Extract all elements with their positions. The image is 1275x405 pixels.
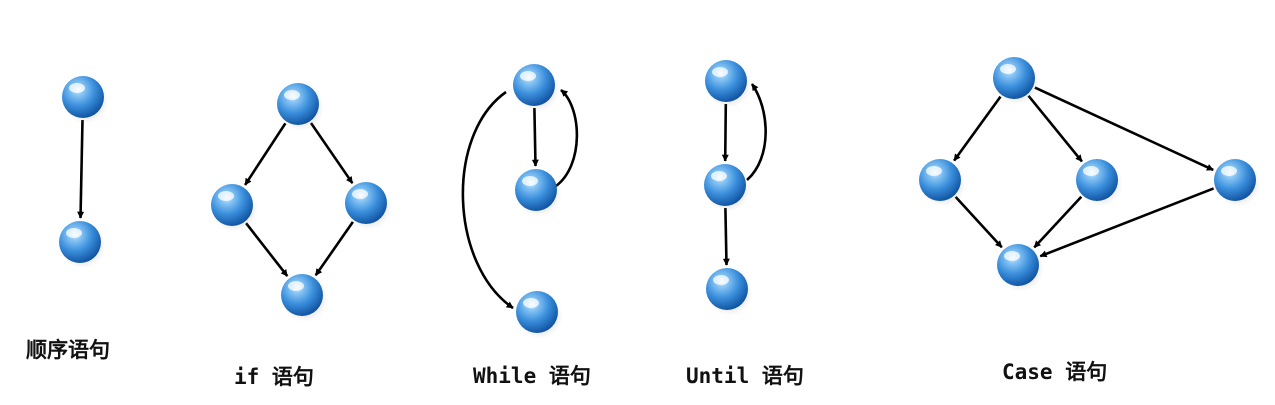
edge-if-i1-to-i3 <box>309 122 354 184</box>
node-case-c1 <box>993 57 1040 105</box>
edges-layer <box>77 83 1215 310</box>
edge-while-w1-to-w3 <box>461 90 514 310</box>
node-until-u1 <box>705 60 752 108</box>
edge-while-w2-to-w1 <box>555 89 579 188</box>
caption-case: Case 语句 <box>1002 360 1108 384</box>
caption-sequence: 顺序语句 <box>26 338 110 362</box>
node-if-i1 <box>277 83 324 131</box>
node-while-w3 <box>516 291 563 339</box>
node-until-u3 <box>706 268 753 316</box>
edge-if-i1-to-i2 <box>244 122 287 186</box>
caption-if: if 语句 <box>234 365 314 389</box>
node-case-c2 <box>919 159 966 207</box>
edge-until-u1-to-u2 <box>721 103 729 162</box>
nodes-layer <box>59 57 1261 339</box>
node-if-i2 <box>211 184 258 232</box>
node-sequence-s2 <box>59 221 106 269</box>
caption-until: Until 语句 <box>686 364 804 388</box>
caption-while: While 语句 <box>473 364 591 388</box>
node-until-u2 <box>704 164 751 212</box>
edge-sequence-s1-to-s2 <box>77 119 85 219</box>
edge-if-i3-to-i4 <box>314 221 354 277</box>
node-case-c4 <box>1214 159 1261 207</box>
edge-if-i2-to-i4 <box>245 222 289 277</box>
edge-until-u2-to-u1 <box>746 83 767 181</box>
node-case-c3 <box>1076 159 1123 207</box>
edge-case-c1-to-c3 <box>1027 94 1083 163</box>
node-sequence-s1 <box>62 76 109 124</box>
node-if-i3 <box>345 182 392 230</box>
edge-case-c1-to-c2 <box>953 95 1002 162</box>
node-while-w1 <box>513 64 560 112</box>
edge-case-c4-to-c5 <box>1039 187 1215 258</box>
node-if-i4 <box>281 274 328 322</box>
node-case-c5 <box>997 244 1044 292</box>
edge-case-c1-to-c4 <box>1034 86 1214 172</box>
node-while-w2 <box>515 169 562 217</box>
edge-while-w1-to-w2 <box>531 107 539 167</box>
edge-until-u2-to-u3 <box>722 207 730 266</box>
edge-case-c3-to-c5 <box>1033 195 1083 249</box>
edge-case-c2-to-c5 <box>954 196 1003 249</box>
